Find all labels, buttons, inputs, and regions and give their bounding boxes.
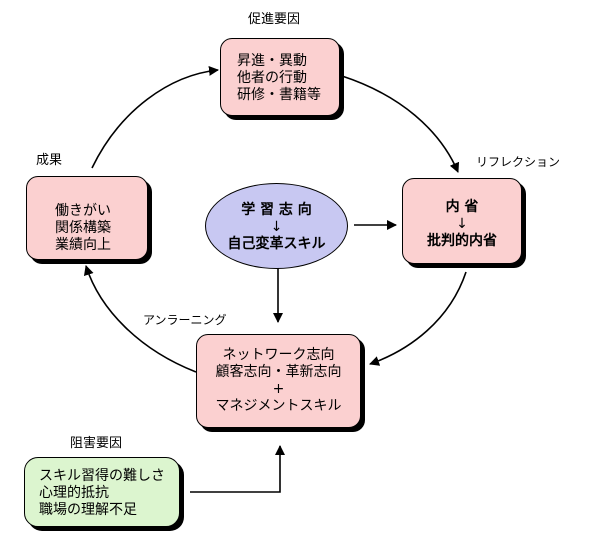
introspection-line-1: 内 省 (445, 199, 479, 215)
obstacles-box: スキル習得の難しさ 心理的抵抗 職場の理解不足 (24, 457, 180, 527)
introspection-line-3: 批判的内省 (427, 233, 497, 249)
obstacles-line-3: 職場の理解不足 (39, 502, 137, 518)
introspection-box: 内 省 ↓ 批判的内省 (402, 178, 522, 264)
obstacles-line-2: 心理的抵抗 (39, 485, 109, 501)
network-orientation-box: ネットワーク志向 顧客志向・革新志向 + マネジメントスキル (196, 334, 361, 428)
network-line-2: 顧客志向・革新志向 (215, 364, 342, 380)
results-line-2: 関係構築 (55, 220, 111, 236)
results-line-3: 業績向上 (55, 237, 111, 253)
arrow-results-to-promotion (91, 65, 219, 169)
network-line-3: + (272, 381, 285, 397)
inhibiting-factors-title: 阻害要因 (70, 436, 123, 451)
reflection-label: リフレクション (476, 155, 561, 169)
arrow-network-to-results (83, 265, 197, 373)
center-line-2: ↓ (270, 219, 283, 235)
arrow-promotion-to-introspection (341, 75, 460, 173)
introspection-line-2: ↓ (456, 216, 468, 232)
promotion-line-1: 昇進・異動 (237, 53, 307, 69)
network-line-4: マネジメントスキル (215, 398, 342, 414)
obstacles-line-1: スキル習得の難しさ (39, 468, 165, 484)
promotion-factors-box: 昇進・異動 他者の行動 研修・書籍等 (220, 38, 340, 116)
center-line-3: 自己変革スキル (227, 236, 326, 252)
learning-orientation-ellipse: 学 習 志 向 ↓ 自己変革スキル (205, 183, 348, 269)
center-line-1: 学 習 志 向 (241, 202, 312, 218)
promoting-factors-title: 促進要因 (248, 12, 301, 27)
promotion-line-3: 研修・書籍等 (237, 87, 321, 103)
results-line-1: 働きがい (55, 203, 111, 219)
network-line-1: ネットワーク志向 (222, 347, 335, 363)
promotion-line-2: 他者の行動 (237, 70, 307, 86)
arrow-obstacles-to-network (190, 445, 285, 493)
unlearning-label: アンラーニング (143, 313, 227, 327)
results-title: 成果 (36, 153, 63, 168)
arrow-introspection-to-network (369, 271, 467, 366)
results-box: 働きがい 関係構築 業績向上 (26, 176, 148, 260)
